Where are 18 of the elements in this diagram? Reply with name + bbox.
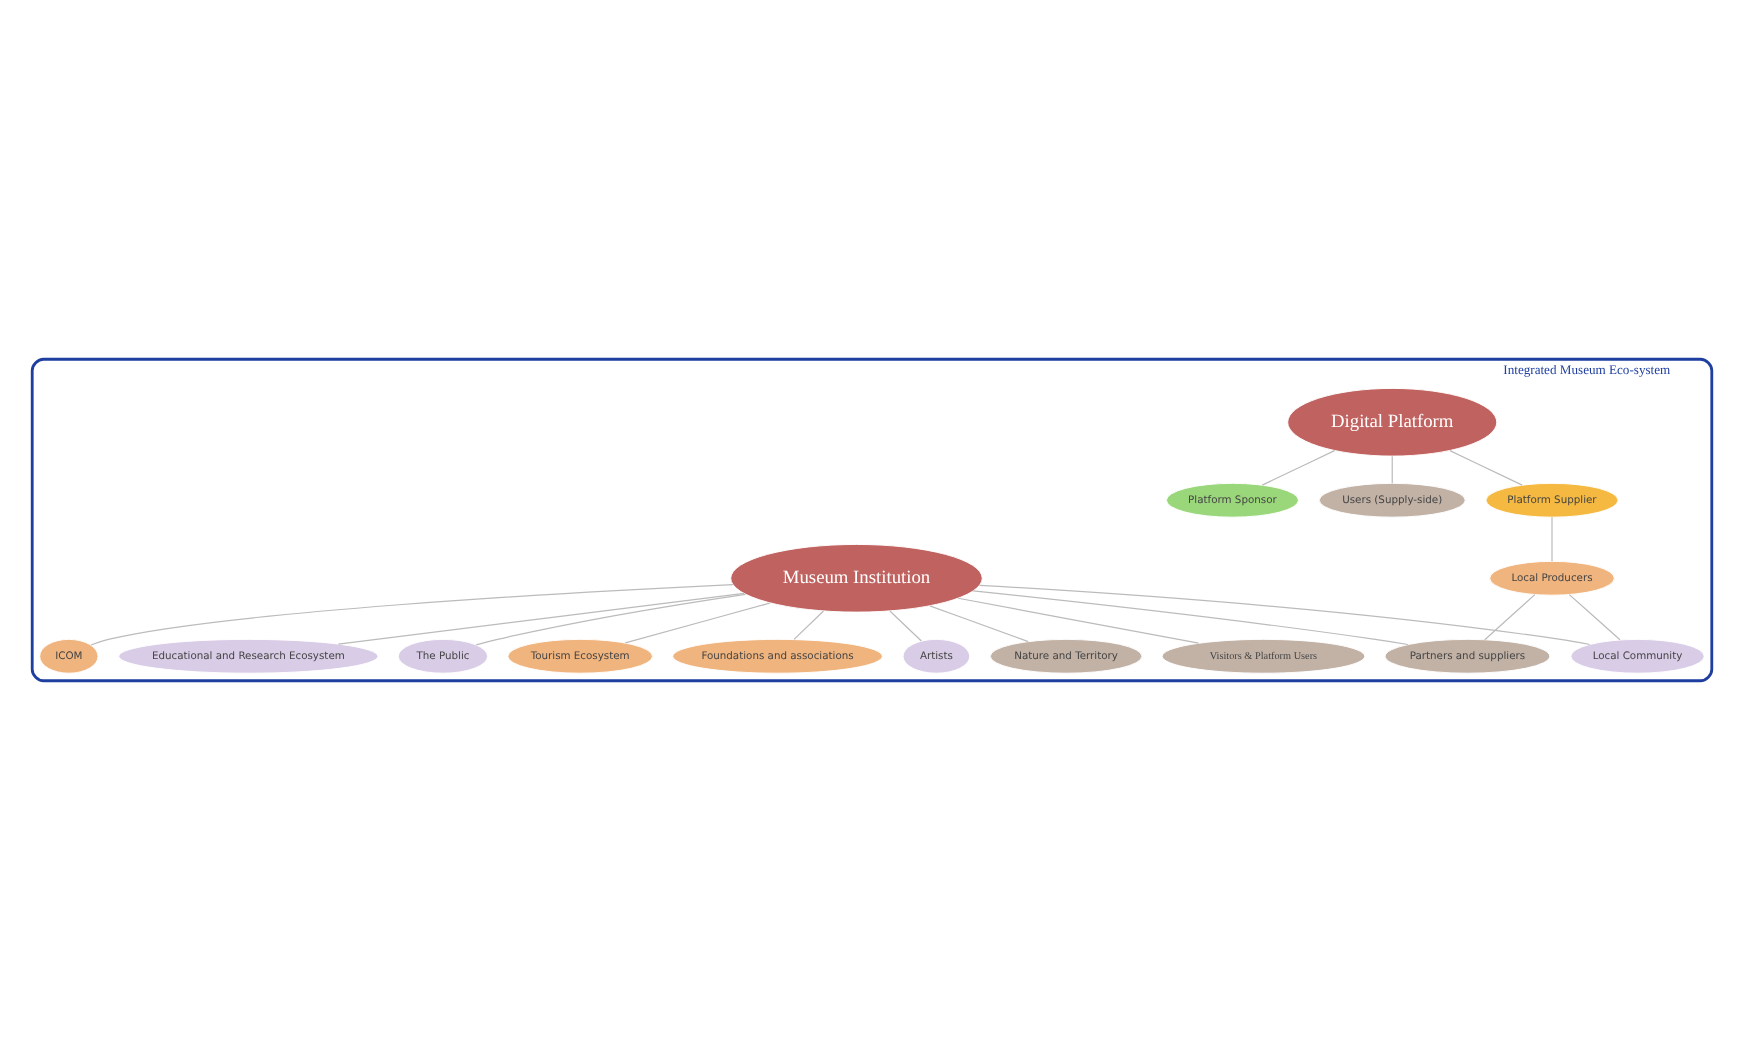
connector bbox=[1449, 449, 1523, 485]
node-ellipse: Digital Platform bbox=[1287, 386, 1498, 456]
connector bbox=[475, 592, 747, 645]
connector bbox=[793, 609, 825, 639]
connector bbox=[90, 583, 734, 645]
connector bbox=[957, 596, 1200, 643]
connector bbox=[889, 609, 922, 641]
connector bbox=[1261, 449, 1336, 485]
connector bbox=[1391, 454, 1393, 483]
connector bbox=[1568, 593, 1621, 640]
connector bbox=[1484, 593, 1536, 640]
connector bbox=[978, 583, 1591, 645]
connector bbox=[972, 589, 1409, 645]
connector bbox=[337, 591, 745, 644]
connector bbox=[1551, 515, 1553, 561]
connector bbox=[929, 604, 1029, 642]
connector bbox=[624, 601, 771, 643]
node-ellipse: Museum Institution bbox=[730, 542, 983, 612]
